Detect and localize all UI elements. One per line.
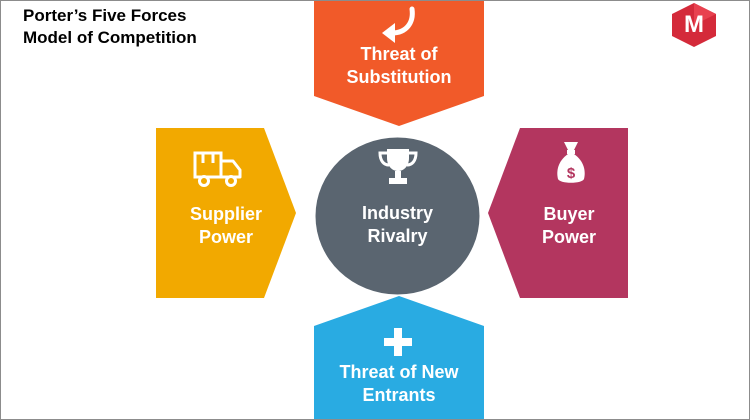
curved-arrow-icon xyxy=(382,6,415,43)
buyer-power-line-1: Buyer xyxy=(543,204,595,224)
threat-of-new-entrants-box: Threat of New Entrants xyxy=(314,296,484,419)
brand-logo: M xyxy=(670,3,718,47)
threat-of-substitution-label: Threat of Substitution xyxy=(314,43,484,89)
trophy-icon xyxy=(378,149,418,184)
industry-rivalry-line-2: Rivalry xyxy=(367,226,428,246)
delivery-truck-icon xyxy=(193,151,242,187)
diagram-title: Porter’s Five Forces Model of Competitio… xyxy=(23,5,197,49)
plus-icon xyxy=(384,328,412,356)
logo-letter: M xyxy=(684,11,704,38)
hexagon-logo-icon xyxy=(672,3,716,47)
threat-of-new-entrants-label: Threat of New Entrants xyxy=(314,361,484,407)
buyer-power-box: $ Buyer Power xyxy=(488,128,628,298)
supplier-power-label: Supplier Power xyxy=(156,203,296,249)
svg-text:$: $ xyxy=(567,165,576,182)
threat-of-substitution-line-1: Threat of xyxy=(360,44,438,64)
industry-rivalry-label: Industry Rivalry xyxy=(315,202,480,248)
money-bag-icon: $ xyxy=(557,142,585,183)
threat-of-substitution-line-2: Substitution xyxy=(346,67,452,87)
buyer-power-label: Buyer Power xyxy=(510,203,628,249)
threat-of-new-entrants-line-2: Entrants xyxy=(362,385,436,405)
industry-rivalry-line-1: Industry xyxy=(361,203,433,223)
supplier-power-line-2: Power xyxy=(198,227,254,247)
threat-of-substitution-box: Threat of Substitution xyxy=(314,1,484,126)
title-line-2: Model of Competition xyxy=(23,28,197,47)
threat-of-new-entrants-line-1: Threat of New xyxy=(339,362,459,382)
supplier-power-line-1: Supplier xyxy=(189,204,262,224)
title-line-1: Porter’s Five Forces xyxy=(23,6,187,25)
buyer-power-line-2: Power xyxy=(541,227,597,247)
supplier-power-box: Supplier Power xyxy=(156,128,296,298)
industry-rivalry-circle: Industry Rivalry xyxy=(315,137,480,295)
